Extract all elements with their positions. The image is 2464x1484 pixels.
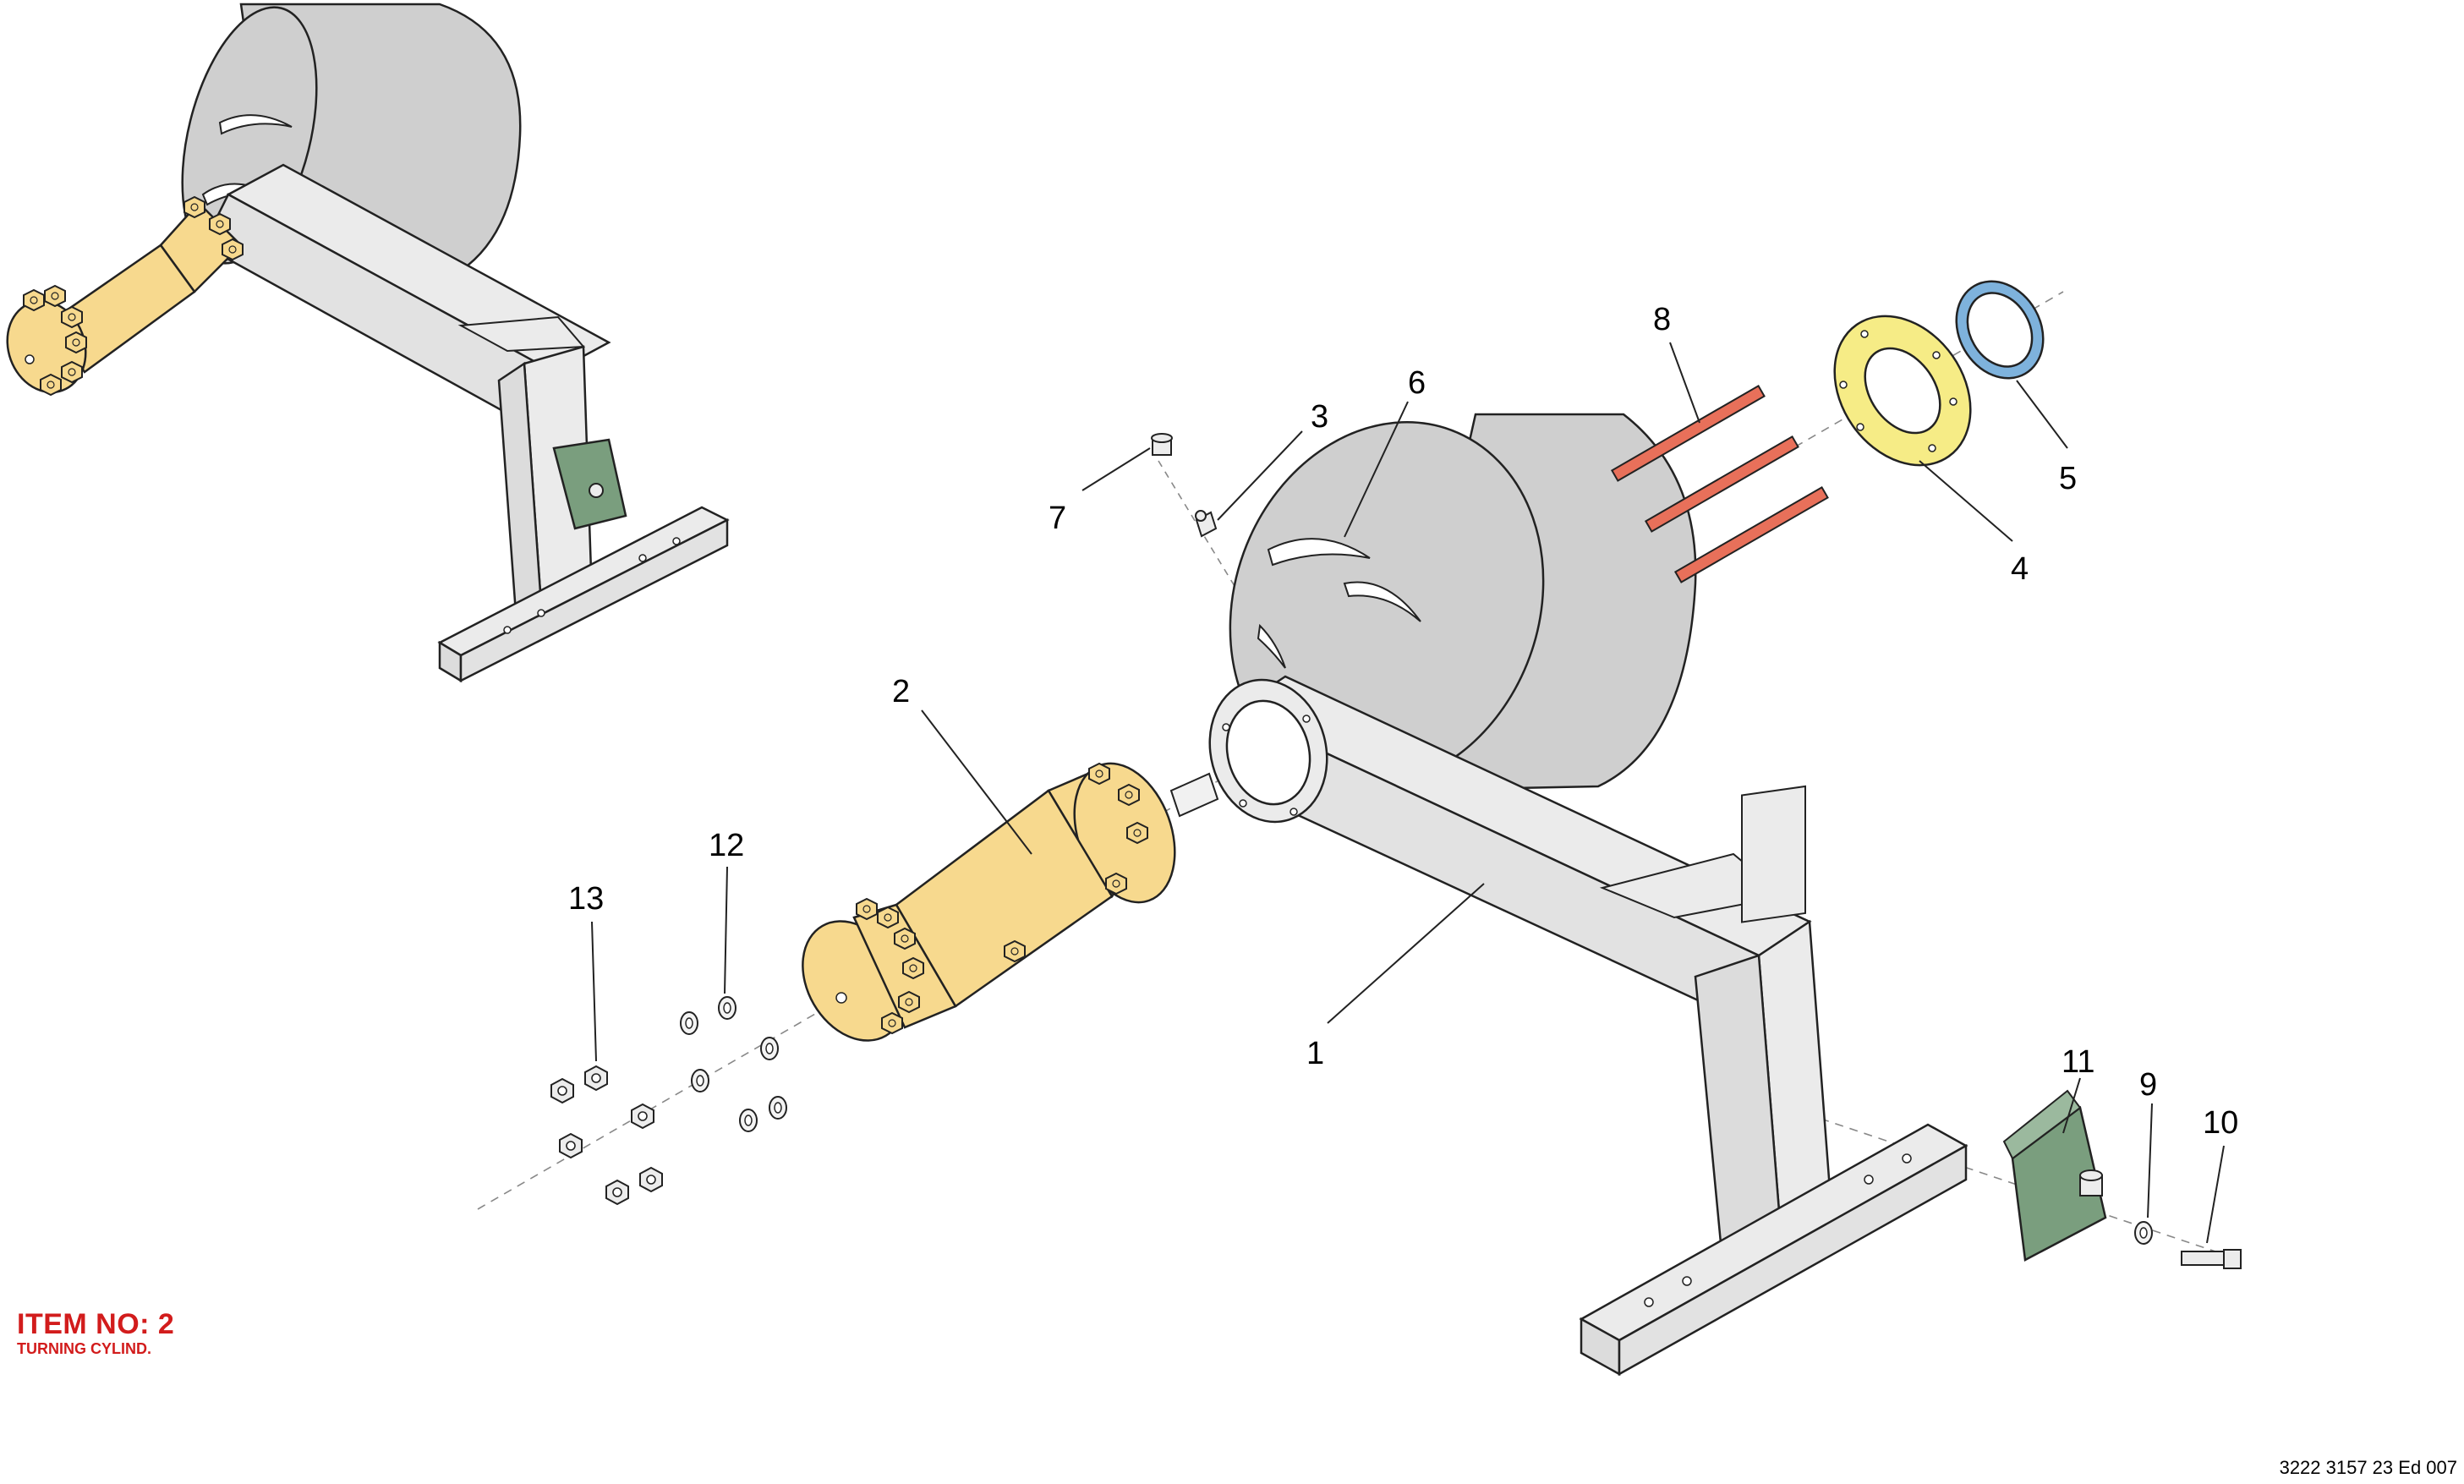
flange-part-4 <box>1833 315 1972 467</box>
callout-13: 13 <box>568 881 604 917</box>
callout-10: 10 <box>2203 1105 2238 1141</box>
frame-part-1 <box>1208 675 1832 1245</box>
assembled-view <box>6 3 730 683</box>
bracket-part-11 <box>2002 1089 2107 1262</box>
assembled-frame-arm <box>201 163 627 615</box>
item-number: ITEM NO: 2 <box>17 1308 175 1340</box>
assembled-base <box>437 506 730 683</box>
callouts: 1 2 3 4 5 6 7 8 9 10 11 12 13 <box>568 302 2238 1244</box>
document-reference: 3222 3157 23 Ed 007 <box>2279 1457 2457 1478</box>
cap-part-7 <box>1151 433 1173 456</box>
item-description: TURNING CYLIND. <box>17 1340 151 1357</box>
callout-12: 12 <box>709 828 744 863</box>
callout-6: 6 <box>1408 365 1426 401</box>
washers-part-12 <box>680 996 787 1132</box>
turning-cylinder-part-2 <box>802 762 1219 1042</box>
grease-nipple-centerline <box>1158 460 1290 677</box>
callout-4: 4 <box>2011 551 2029 587</box>
callout-8: 8 <box>1653 302 1671 337</box>
assembled-cylinder <box>6 196 244 396</box>
callout-7: 7 <box>1049 501 1066 536</box>
callout-9: 9 <box>2139 1067 2157 1103</box>
washer-part-9 <box>2134 1221 2153 1245</box>
callout-5: 5 <box>2059 461 2077 496</box>
callout-11: 11 <box>2062 1044 2094 1080</box>
callout-3: 3 <box>1311 399 1328 435</box>
screw-part-10 <box>2181 1249 2242 1269</box>
grease-nipple-part-3 <box>1195 510 1218 538</box>
frame-base <box>1579 1123 1968 1377</box>
seal-part-5 <box>1955 280 2045 380</box>
item-label-block: ITEM NO: 2 TURNING CYLIND. <box>17 1309 174 1358</box>
pins-part-8 <box>1610 384 1829 583</box>
callout-2: 2 <box>892 674 910 709</box>
nuts-part-13 <box>550 1065 663 1205</box>
callout-1: 1 <box>1306 1036 1324 1071</box>
